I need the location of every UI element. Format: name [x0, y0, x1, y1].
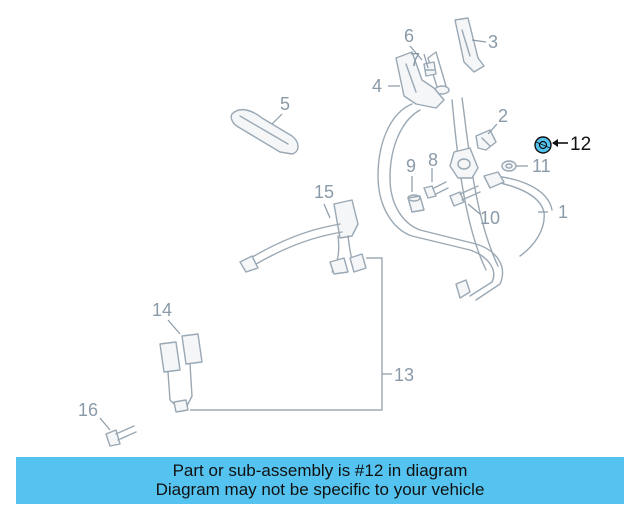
- leader-12: [552, 139, 568, 147]
- callout-8: 8: [428, 150, 438, 170]
- part-10-bolt: [449, 185, 481, 207]
- callout-15: 15: [314, 182, 334, 202]
- callout-11: 11: [532, 156, 551, 176]
- callout-16: 16: [78, 400, 98, 420]
- callout-10: 10: [480, 208, 500, 228]
- part-8-bolt: [423, 181, 449, 199]
- callout-13: 13: [394, 365, 414, 385]
- belt-tongue: [449, 147, 479, 179]
- callout-labels: 1 2 3 4 5 6 7 8 9 10 11 12 13 14 15 16: [78, 26, 591, 420]
- part-2-clip: [475, 129, 497, 151]
- part-11-washer: [501, 160, 517, 172]
- bracket-13: [190, 257, 392, 411]
- part-3-anchor-cover: [454, 17, 485, 73]
- callout-2: 2: [498, 106, 508, 126]
- banner-line-1: Part or sub-assembly is #12 in diagram: [172, 461, 468, 480]
- part-5-cover: [230, 108, 299, 155]
- part-14-buckles: [159, 333, 203, 413]
- part-6-bolt: [427, 51, 450, 95]
- callout-1: 1: [558, 202, 568, 222]
- info-banner: Part or sub-assembly is #12 in diagram D…: [16, 457, 624, 504]
- callout-3: 3: [488, 32, 498, 52]
- callout-12: 12: [570, 134, 591, 155]
- part-16-bolt: [105, 425, 137, 447]
- leader-lines: [99, 39, 548, 431]
- callout-9: 9: [406, 156, 416, 176]
- part-15-center-belt: [239, 199, 367, 275]
- part-12-highlighted: [534, 136, 552, 154]
- callout-4: 4: [372, 76, 382, 96]
- callout-14: 14: [152, 300, 172, 320]
- callout-5: 5: [280, 94, 290, 114]
- part-7-nut: [423, 61, 437, 77]
- callout-6: 6: [404, 26, 414, 46]
- part-9-spacer: [407, 194, 425, 213]
- part-1-seat-belt-webbing: [377, 97, 553, 301]
- banner-line-2: Diagram may not be specific to your vehi…: [155, 480, 485, 499]
- callout-7: 7: [410, 50, 420, 70]
- part-4-belt-guide: [395, 51, 445, 109]
